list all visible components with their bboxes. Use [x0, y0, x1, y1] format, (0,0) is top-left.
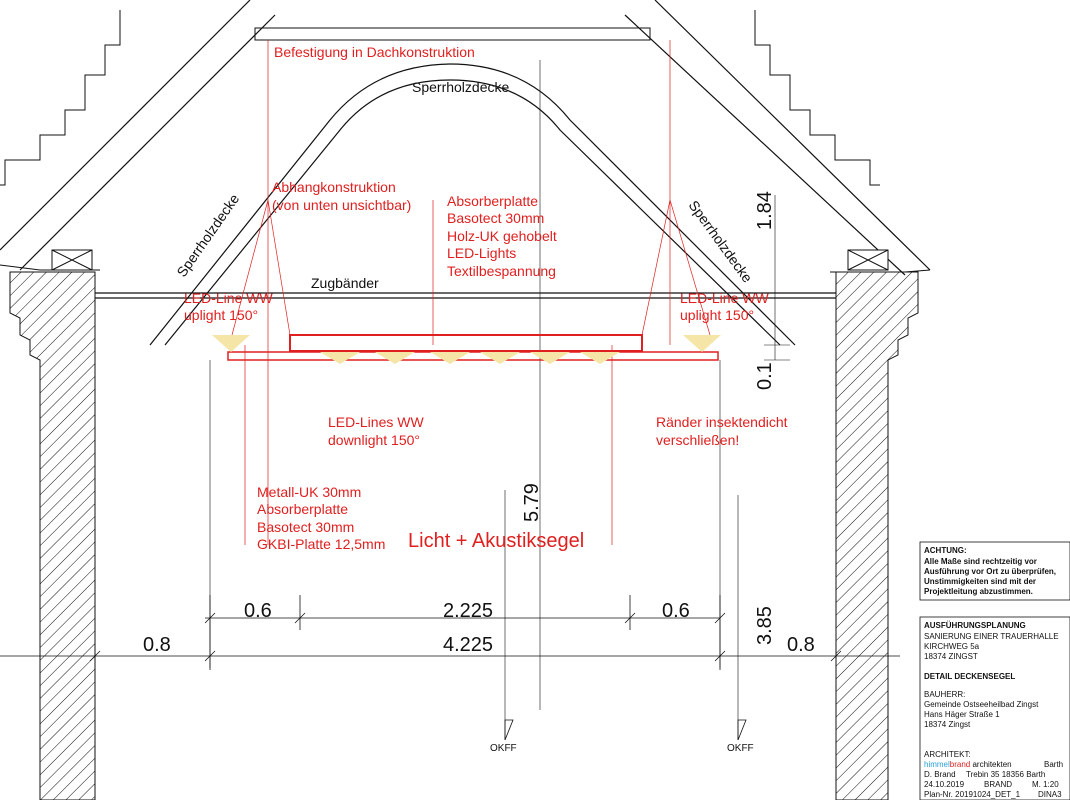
label-metall-3: Basotect 30mm — [257, 519, 354, 535]
tb-date: 24.10.2019 — [924, 780, 965, 789]
wall-right — [835, 271, 919, 800]
dim-0-8-left: 0.8 — [143, 634, 171, 656]
okff-left: OKFF — [490, 743, 517, 754]
label-absorber-4: LED-Lights — [447, 245, 516, 261]
logo-brand: brand — [950, 760, 970, 769]
label-led-down-1: LED-Lines WW — [328, 414, 424, 430]
tb-logo: himmelbrand architekten — [924, 760, 1012, 769]
label-sperrholz-top: Sperrholzdecke — [412, 79, 509, 95]
okff-marker-left — [504, 719, 514, 741]
logo-rest: architekten — [970, 760, 1011, 769]
stepped-gable-left — [0, 10, 121, 186]
title-block — [919, 616, 1070, 800]
tb-scale: M. 1:20 — [1032, 780, 1059, 789]
tb-street: KIRCHWEG 5a — [924, 642, 980, 651]
dim-0-6-left: 0.6 — [244, 600, 272, 622]
tb-phase: AUSFÜHRUNGSPLANUNG — [924, 621, 1026, 630]
notice-box — [919, 541, 1070, 601]
plywood-vault-outer — [149, 63, 796, 346]
tb-format: DINA3 — [1038, 790, 1062, 799]
dim-4-225: 4.225 — [443, 634, 493, 656]
plywood-vault-inner — [164, 79, 781, 346]
tb-drawing: DETAIL DECKENSEGEL — [924, 672, 1015, 681]
label-abhang-1: Abhangkonstruktion — [272, 179, 396, 195]
collar-beam — [254, 27, 651, 41]
tb-arch-name: D. Brand — [924, 770, 956, 779]
dim-5-79: 5.79 — [521, 483, 543, 522]
tb-architect-heading: ARCHITEKT: — [924, 750, 971, 759]
label-metall-1: Metall-UK 30mm — [257, 484, 361, 500]
label-absorber-2: Basotect 30mm — [447, 210, 544, 226]
suspension-lines — [231, 40, 711, 545]
label-befestigung: Befestigung in Dachkonstruktion — [274, 44, 475, 60]
dim-0-8-right: 0.8 — [787, 634, 815, 656]
label-metall-4: GKBI-Platte 12,5mm — [257, 536, 385, 552]
logo-himmel: himmel — [924, 760, 950, 769]
drawing-title: Licht + Akustiksegel — [408, 530, 584, 552]
label-led-right-1: LED-Line WW — [680, 290, 769, 306]
tb-project: SANIERUNG EINER TRAUERHALLE — [924, 632, 1059, 641]
dim-3-85: 3.85 — [754, 606, 776, 645]
tb-barth: Barth — [1044, 760, 1063, 769]
tb-client-heading: BAUHERR: — [924, 690, 965, 699]
label-led-left-1: LED-Line WW — [184, 290, 273, 306]
label-zugbaender: Zugbänder — [311, 275, 379, 291]
led-downlights — [320, 352, 620, 364]
roof-rafter-left — [0, 0, 276, 271]
label-abhang-2: (von unten unsichtbar) — [272, 197, 411, 213]
notice-line1: Alle Maße sind rechtzeitig vor — [924, 557, 1037, 566]
label-absorber-3: Holz-UK gehobelt — [447, 228, 557, 244]
tb-client-2: Hans Häger Straße 1 — [924, 710, 1000, 719]
notice-line3: Unstimmigkeiten sind mit der — [924, 577, 1036, 586]
notice-heading: ACHTUNG: — [924, 546, 967, 555]
label-raender-1: Ränder insektendicht — [656, 414, 788, 430]
dim-2-225: 2.225 — [443, 600, 493, 622]
sail-panel — [289, 334, 643, 352]
led-uplight-right — [683, 335, 721, 352]
dim-0-6-right: 0.6 — [662, 600, 690, 622]
label-raender-2: verschließen! — [656, 432, 739, 448]
tb-client-1: Gemeinde Ostseeheilbad Zingst — [924, 700, 1039, 709]
label-sperrholz-right: Sperrholzdecke — [686, 197, 756, 285]
tb-city: 18374 ZINGST — [924, 652, 978, 661]
tb-arch-addr: Trebin 35 18356 Barth — [966, 770, 1045, 779]
dim-1-84: 1.84 — [754, 191, 776, 230]
stepped-gable-right — [754, 10, 880, 186]
notice-line4: Projektleitung abzustimmen. — [924, 587, 1033, 596]
tb-drawn-by: BRAND — [984, 780, 1012, 789]
label-metall-2: Absorberplatte — [257, 501, 348, 517]
roof-rafter-right — [624, 0, 931, 276]
label-led-left-2: uplight 150° — [184, 307, 258, 323]
tb-plan-no: Plan-Nr. 20191024_DET_1 — [924, 790, 1021, 799]
label-sperrholz-left: Sperrholzdecke — [173, 191, 242, 280]
label-absorber-1: Absorberplatte — [447, 193, 538, 209]
notice-line2: Ausführung vor Ort zu überprüfen, — [924, 567, 1056, 576]
label-absorber-5: Textilbespannung — [447, 263, 556, 279]
tb-client-3: 18374 Zingst — [924, 720, 971, 729]
wall-left — [9, 271, 96, 800]
okff-marker-right — [737, 719, 747, 741]
dimension-lines — [0, 595, 900, 670]
label-led-right-2: uplight 150° — [680, 307, 754, 323]
label-led-down-2: downlight 150° — [328, 432, 420, 448]
okff-right: OKFF — [727, 743, 754, 754]
led-uplight-left — [212, 335, 250, 352]
dim-0-1: 0.1 — [754, 362, 776, 390]
